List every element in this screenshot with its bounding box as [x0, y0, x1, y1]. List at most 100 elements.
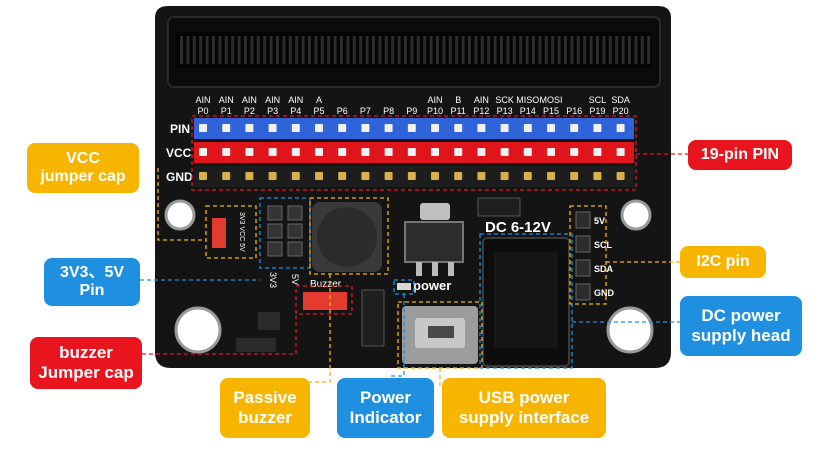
callout-dc-power: DC power supply head: [680, 296, 802, 356]
header-pin: [547, 148, 555, 156]
pin-number-label: P2: [244, 106, 255, 116]
header-pin: [407, 124, 416, 132]
label-5v: 5V: [290, 274, 300, 285]
i2c-header-pin: [575, 259, 591, 277]
header-pin: [287, 241, 303, 257]
header-pin: [454, 148, 463, 156]
jumper-silk: 3V3 VCC 5V: [238, 212, 245, 252]
header-pin: [593, 124, 602, 132]
header-pin: [267, 205, 283, 221]
pin-number-label: P19: [589, 106, 605, 116]
header-pin: [245, 172, 254, 180]
header-pin: [291, 124, 300, 132]
pin-number-label: P9: [406, 106, 417, 116]
header-pin: [407, 148, 416, 156]
header-pin: [500, 124, 509, 132]
header-pin: [291, 172, 300, 180]
header-pin: [477, 148, 486, 156]
header-pin: [287, 223, 303, 239]
mount-hole: [606, 306, 654, 354]
i2c-pin-label: SDA: [594, 264, 614, 274]
pin-function-label: A: [316, 95, 322, 105]
header-pin: [570, 172, 579, 180]
pin-function-label: AIN: [219, 95, 234, 105]
pin-number-label: P0: [197, 106, 208, 116]
header-pin: [500, 148, 509, 156]
mount-hole: [164, 199, 196, 231]
header-pin: [616, 172, 625, 180]
header-pin: [361, 124, 370, 132]
i2c-pin-label: 5V: [594, 216, 605, 226]
pin-function-label: SDA: [611, 95, 630, 105]
callout-buzzer-jumper: buzzer Jumper cap: [30, 337, 142, 389]
row-label-vcc: VCC: [166, 146, 192, 160]
header-pin: [287, 205, 303, 221]
header-pin: [338, 172, 347, 180]
i2c-header-pin: [575, 235, 591, 253]
callout-3v3-5v-pin: 3V3、5V Pin: [44, 258, 140, 306]
header-pin: [384, 172, 393, 180]
header-pin: [267, 241, 283, 257]
header-pin: [523, 124, 532, 132]
header-pin: [454, 124, 463, 132]
callout-power-indicator: Power Indicator: [337, 378, 434, 438]
header-pin: [222, 172, 231, 180]
header-pin: [384, 148, 393, 156]
header-pin: [570, 124, 579, 132]
pin-number-label: P4: [290, 106, 301, 116]
pin-function-label: AIN: [242, 95, 257, 105]
header-pin: [454, 172, 463, 180]
pin-function-label: SCL: [589, 95, 607, 105]
header-pin: [199, 172, 207, 180]
header-pin: [245, 148, 254, 156]
header-pin: [338, 148, 347, 156]
power-led: [397, 283, 411, 290]
i2c-pin-label: SCL: [594, 240, 613, 250]
header-pin: [547, 124, 555, 132]
header-pin: [338, 124, 347, 132]
pin-function-label: MISO: [516, 95, 539, 105]
header-pin: [199, 148, 207, 156]
pin-number-label: P11: [451, 106, 466, 116]
callout-usb-power: USB power supply interface: [442, 378, 606, 438]
pin-function-label: MOSI: [539, 95, 562, 105]
pin-number-label: P6: [337, 106, 348, 116]
pin-function-label: AIN: [427, 95, 442, 105]
header-pin: [477, 124, 486, 132]
pin-number-label: P7: [360, 106, 371, 116]
header-pin: [222, 124, 231, 132]
header-pin: [523, 172, 532, 180]
pin-function-label: AIN: [288, 95, 303, 105]
pin-number-label: P8: [383, 106, 394, 116]
dc-label: DC 6-12V: [485, 219, 551, 236]
header-pin: [431, 172, 439, 180]
header-pin: [616, 148, 625, 156]
pin-number-label: P20: [613, 106, 629, 116]
vcc-jumper-cap: [212, 218, 226, 248]
buzzer-label: Buzzer: [310, 279, 342, 290]
pin-number-label: P12: [473, 106, 489, 116]
header-pin: [593, 172, 602, 180]
header-pin: [315, 124, 323, 132]
header-pin: [384, 124, 393, 132]
pin-number-label: P13: [497, 106, 513, 116]
pin-number-label: P3: [267, 106, 278, 116]
header-pin: [523, 148, 532, 156]
header-pin: [291, 148, 300, 156]
pin-number-label: P1: [221, 106, 232, 116]
callout-i2c-pin: I2C pin: [680, 246, 766, 278]
header-pin: [268, 148, 277, 156]
header-pin: [361, 148, 370, 156]
callout-vcc-jumper: VCC jumper cap: [27, 143, 139, 193]
pin-function-label: AIN: [195, 95, 210, 105]
header-pin: [431, 148, 439, 156]
mount-hole: [620, 199, 652, 231]
power-label: power: [413, 278, 451, 293]
row-label-gnd: GND: [166, 170, 193, 184]
pin-number-label: P5: [313, 106, 324, 116]
pin-function-label: B: [455, 95, 461, 105]
callout-passive-buzzer: Passive buzzer: [220, 378, 310, 438]
pin-number-label: P10: [427, 106, 443, 116]
i2c-pin-label: GND: [594, 288, 615, 298]
